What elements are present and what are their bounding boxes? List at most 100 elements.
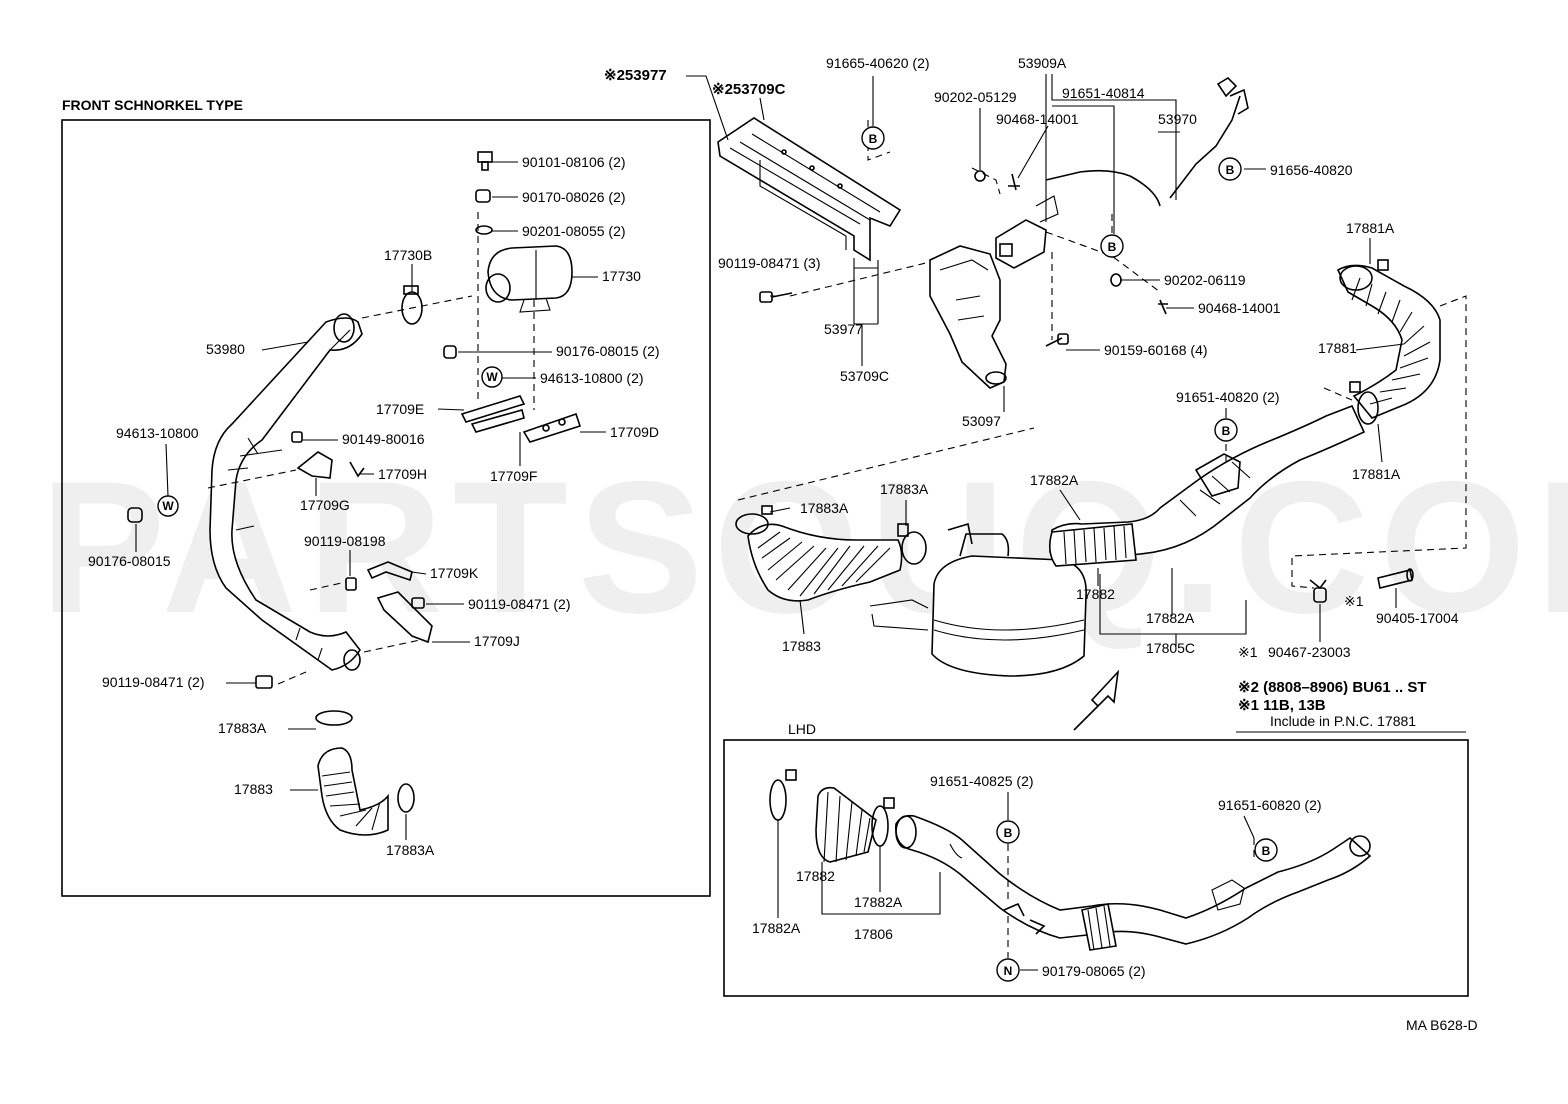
circle-b-91656-40820: B <box>1218 157 1242 181</box>
circle-w-94613-10800: W <box>157 495 179 517</box>
circle-b-91651-40820: B <box>1214 418 1238 442</box>
bolt-90119-08198[interactable] <box>345 577 357 591</box>
label-17882a-lhd-1: 17882A <box>752 920 801 936</box>
label-253709c: ※253709C <box>712 81 786 98</box>
air-cleaner-body[interactable] <box>869 522 1087 677</box>
leader-lines-lhd <box>1007 838 1255 958</box>
label-17882a-r1: 17882A <box>1030 472 1079 488</box>
clip-lhd[interactable] <box>1003 902 1046 935</box>
pipe-17805c[interactable] <box>1049 404 1366 561</box>
bolt-90119-08471-b[interactable] <box>255 675 273 689</box>
hose-17882-lhd[interactable] <box>815 786 877 863</box>
clamp-17883a-left-top[interactable] <box>315 710 353 726</box>
bracket-17709k[interactable] <box>366 561 413 582</box>
label-17709g: 17709G <box>300 497 350 513</box>
front-snorkel-frame <box>61 119 711 897</box>
valve-53909a[interactable] <box>995 195 1059 269</box>
hose-17882-right[interactable] <box>1048 523 1137 567</box>
svg-text:W: W <box>162 499 174 513</box>
svg-text:B: B <box>1004 826 1013 840</box>
label-90119-08471-2b: 90119-08471 (2) <box>102 674 204 690</box>
bolt-stack-17730[interactable] <box>475 151 493 235</box>
pin-90468-14001-a[interactable] <box>1008 173 1020 191</box>
clamp-17881a-mid[interactable] <box>1349 381 1379 425</box>
svg-text:B: B <box>1222 424 1231 438</box>
hose-17881[interactable] <box>1336 264 1441 419</box>
clamp-17883a-right-2[interactable] <box>897 523 927 565</box>
washer-90202-06119[interactable] <box>1110 273 1122 287</box>
label-91651-60820: 91651-60820 (2) <box>1218 797 1322 813</box>
label-17883a-r2: 17883A <box>880 481 929 497</box>
label-90468-14001-b: 90468-14001 <box>1198 300 1281 316</box>
clamp-17883a-left-bottom[interactable] <box>397 783 415 813</box>
label-91665-40620: 91665-40620 (2) <box>826 55 930 71</box>
label-17805c: 17805C <box>1146 640 1195 656</box>
label-17709d: 17709D <box>610 424 659 440</box>
label-17882a-r2: 17882A <box>1146 610 1195 626</box>
bracket-53977-53709c[interactable] <box>717 117 902 262</box>
svg-text:B: B <box>869 132 878 146</box>
bolt-90405-17004[interactable] <box>1377 568 1414 589</box>
hose-17883-right[interactable] <box>747 523 903 602</box>
sleeve-lhd[interactable] <box>1081 903 1117 951</box>
label-90202-06119: 90202-06119 <box>1164 272 1246 288</box>
label-17883a-l2: 17883A <box>386 842 435 858</box>
label-90159-60168: 90159-60168 (4) <box>1104 342 1208 358</box>
label-53909a: 53909A <box>1018 55 1067 71</box>
label-90170-08026: 90170-08026 (2) <box>522 189 626 205</box>
note-1: ※1 11B, 13B <box>1238 697 1326 714</box>
section-title-lhd: LHD <box>788 721 816 737</box>
air-duct-53097[interactable] <box>929 245 1007 389</box>
washer-90202-05129[interactable] <box>974 170 986 182</box>
label-91656-40820: 91656-40820 <box>1270 162 1353 178</box>
label-90176-08015: 90176-08015 <box>88 553 171 569</box>
label-90202-05129: 90202-05129 <box>934 89 1017 105</box>
label-90176-08015-2: 90176-08015 (2) <box>556 343 660 359</box>
bracket-17709d[interactable] <box>522 412 582 443</box>
clamp-17883a-right-1[interactable] <box>735 505 773 535</box>
clip-90467-23003[interactable] <box>1309 579 1327 603</box>
label-53977: 53977 <box>824 321 863 337</box>
circle-b-91651-40825: B <box>996 820 1020 844</box>
clamp-17881a-top[interactable] <box>1339 259 1389 291</box>
note-include: Include in P.N.C. 17881 <box>1270 713 1416 729</box>
label-90119-08198: 90119-08198 <box>304 533 386 549</box>
lhd-frame <box>723 739 1469 997</box>
direction-arrow <box>1073 669 1120 731</box>
label-91651-40820: 91651-40820 (2) <box>1176 389 1280 405</box>
svg-text:B: B <box>1226 163 1235 177</box>
label-17709f: 17709F <box>490 468 537 484</box>
bolt-90119-08471-3[interactable] <box>759 291 793 303</box>
cable-53970[interactable] <box>1045 76 1249 207</box>
pipe-17806[interactable] <box>895 814 1372 945</box>
bolt-90159-60168[interactable] <box>1045 333 1069 347</box>
hose-17883-left[interactable] <box>317 747 389 836</box>
bracket-17709g[interactable] <box>296 451 333 479</box>
label-53097: 53097 <box>962 413 1001 429</box>
circle-b-91651-40814: B <box>1100 234 1124 258</box>
label-53970: 53970 <box>1158 111 1197 127</box>
label-90149-80016: 90149-80016 <box>342 431 425 447</box>
nut-90176-08015[interactable] <box>443 345 457 359</box>
clip-17709h[interactable] <box>349 461 365 478</box>
label-17806: 17806 <box>854 926 893 942</box>
clamp-17882a-lhd-1[interactable] <box>769 769 797 821</box>
reference-code: MA B628-D <box>1406 1017 1478 1033</box>
grommet-90176-08015-left[interactable] <box>127 507 143 523</box>
bolt-90149-80016[interactable] <box>291 431 303 443</box>
resonator-17730[interactable] <box>485 245 573 313</box>
pin-90468-14001-b[interactable] <box>1158 299 1168 315</box>
bracket-17709e-f[interactable] <box>460 395 526 433</box>
label-17883-l: 17883 <box>234 781 273 797</box>
label-leaders-upper-right <box>686 74 1405 646</box>
label-17730b: 17730B <box>384 247 432 263</box>
label-90179-08065: 90179-08065 (2) <box>1042 963 1146 979</box>
label-90405-17004: 90405-17004 <box>1376 610 1459 626</box>
bolt-90119-08471-a[interactable] <box>411 597 425 609</box>
label-17883a-l1: 17883A <box>218 720 267 736</box>
bracket-17709j[interactable] <box>376 591 433 644</box>
label-17883-r: 17883 <box>782 638 821 654</box>
snorkel-pipe-53980[interactable] <box>209 313 363 671</box>
leader-lines-upper-right <box>737 120 1161 501</box>
